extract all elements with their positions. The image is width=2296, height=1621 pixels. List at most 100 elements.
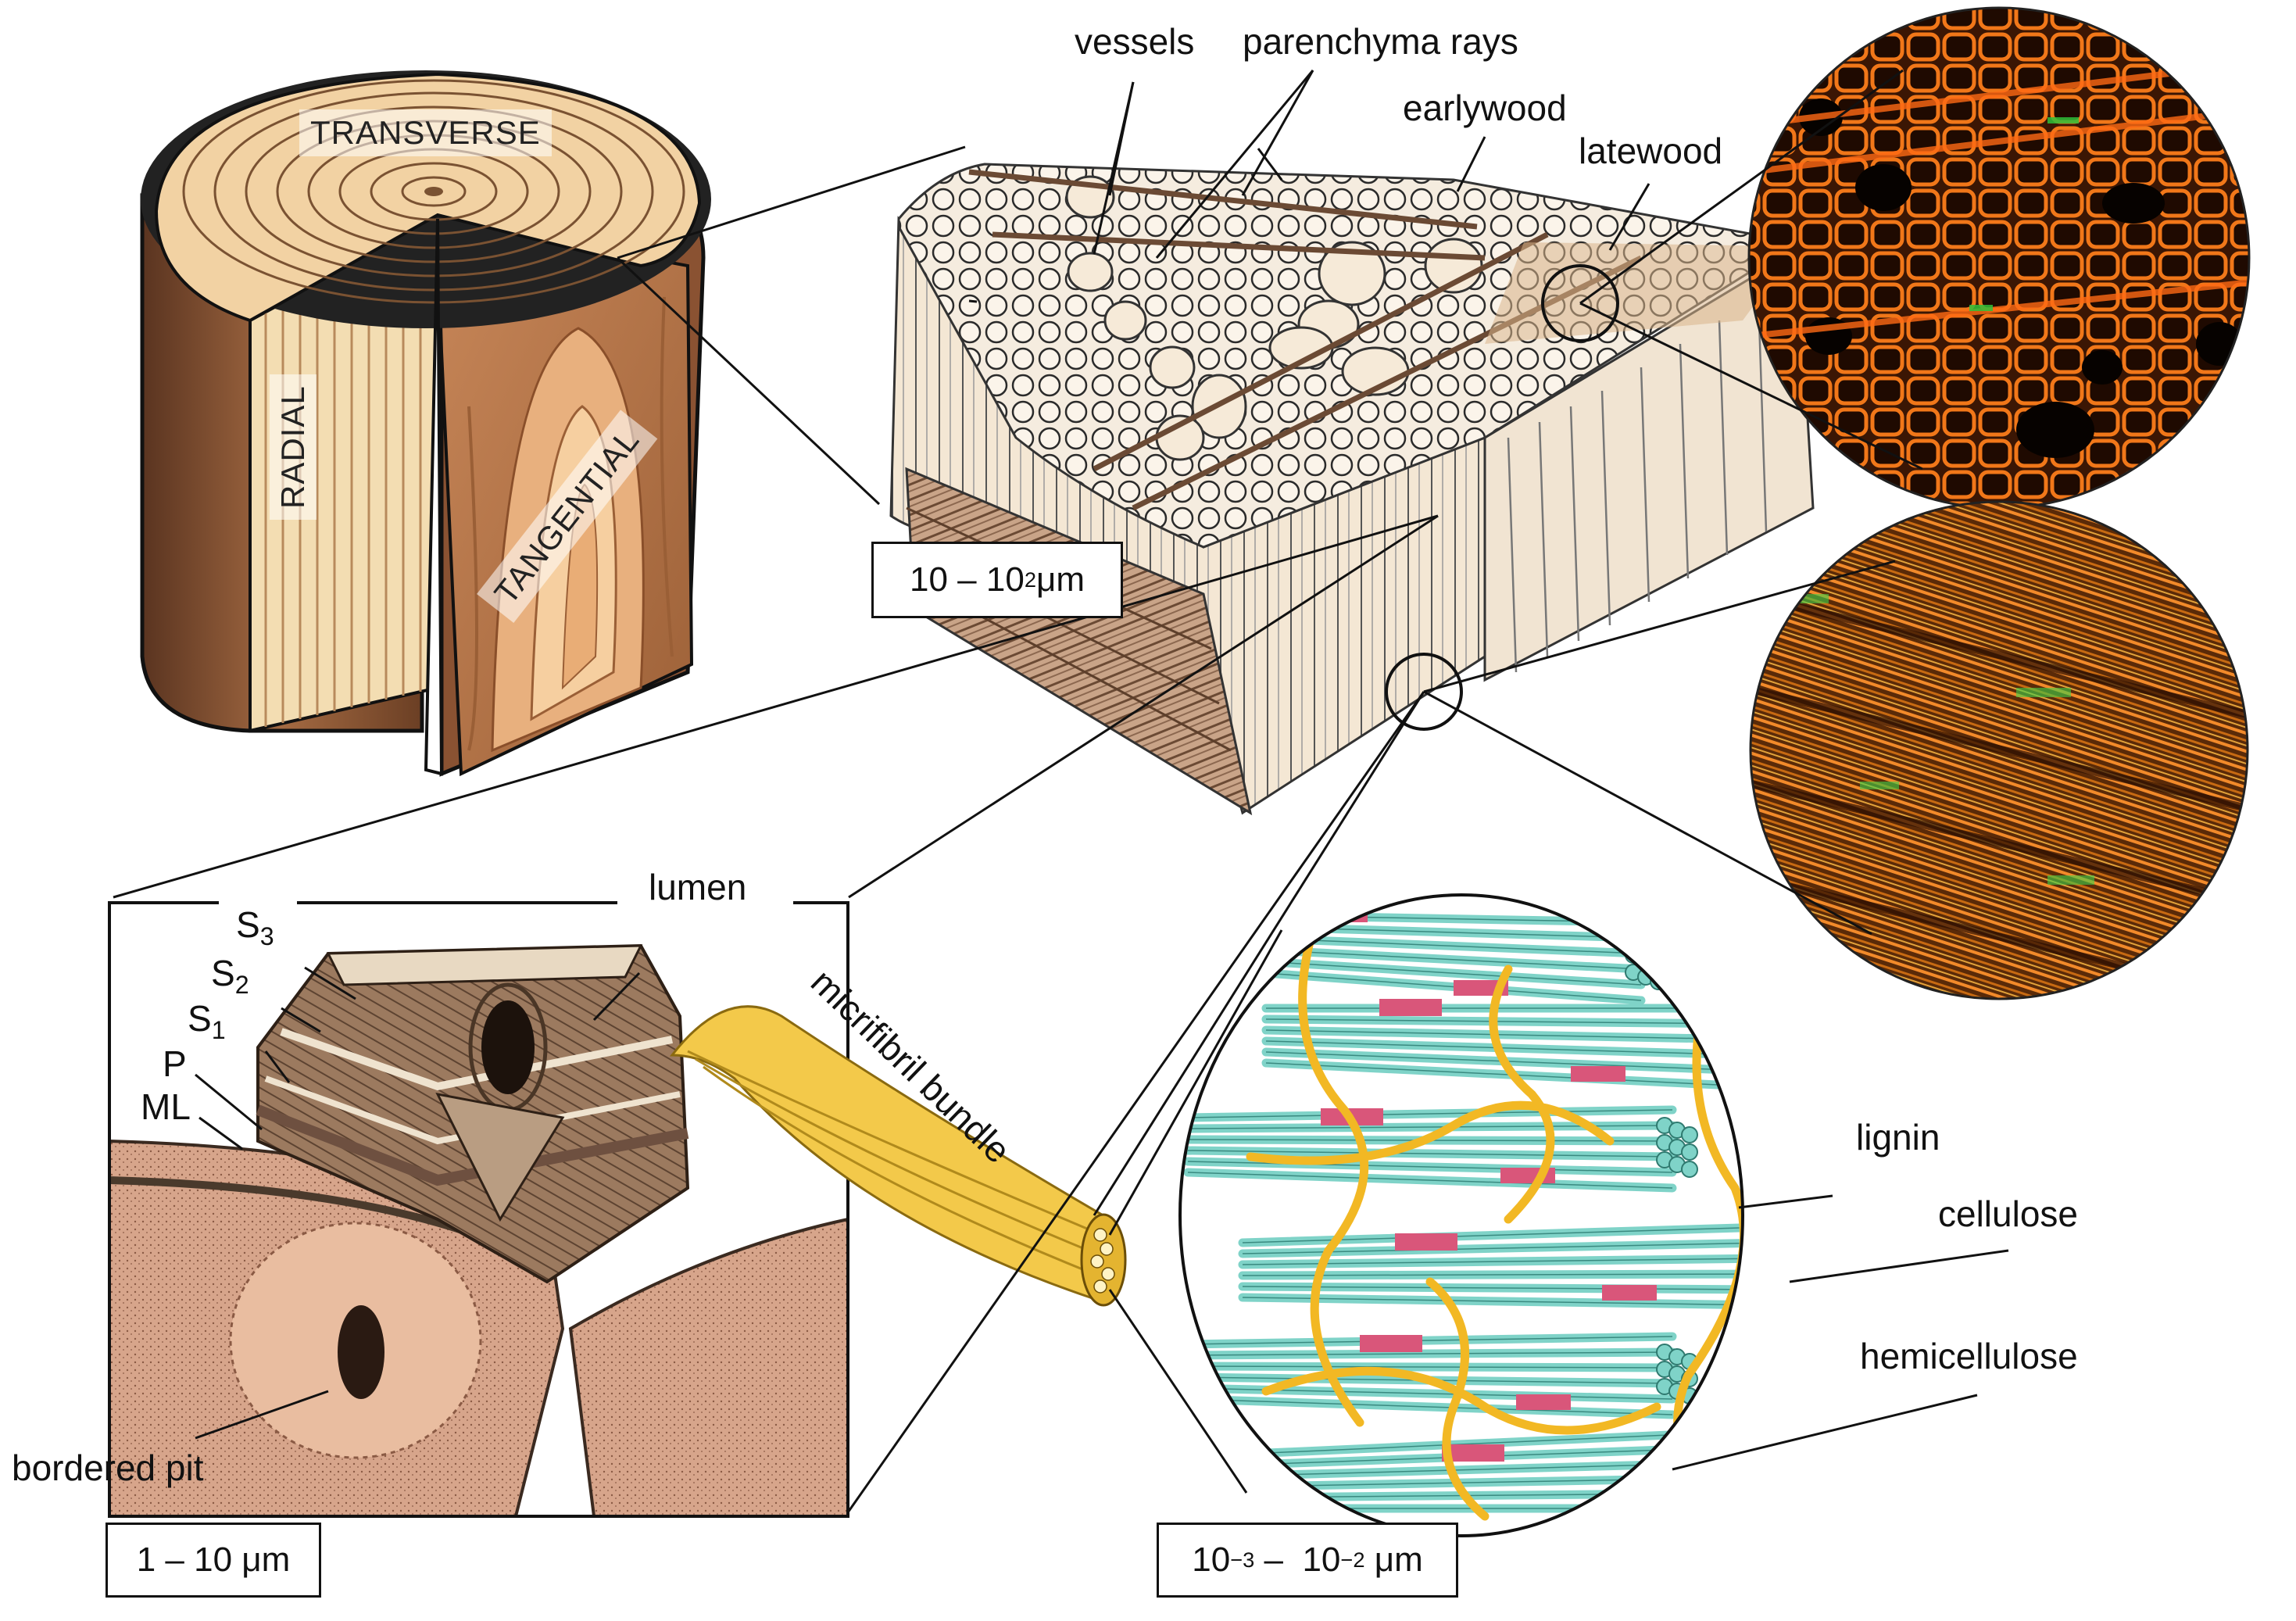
latewood-marker-circle <box>1541 264 1619 342</box>
s2-letter: S <box>211 953 235 993</box>
cellulose-rod-end <box>1760 1043 1776 1058</box>
cellulose-rod-end <box>1763 1274 1779 1290</box>
cellulose-rod-end <box>1681 1143 1698 1161</box>
cellulose-rod-end <box>1763 1240 1779 1255</box>
scale-molec-exp1: −3 <box>1230 1548 1255 1572</box>
cellulose-rod-end <box>1650 939 1667 956</box>
cellulose-rod-end <box>1637 934 1654 951</box>
transverse-face-label: TRANSVERSE <box>299 109 552 156</box>
cellulose-rod-outline <box>1265 1029 1743 1040</box>
cellulose-rod-end <box>1771 1460 1786 1476</box>
cell-wall-illustration <box>108 903 849 1518</box>
cellulose-rod-outline <box>1187 1109 1673 1118</box>
cellulose-rod-end <box>1681 1126 1698 1143</box>
scale-box-molecular: 10−3 – 10−2 μm <box>1157 1523 1458 1598</box>
cellulose-rod-end <box>1760 1025 1776 1041</box>
cell-wall-panel-frame <box>108 901 849 1518</box>
cellulose-rod-end <box>1650 956 1667 973</box>
cellulose-rod-end <box>1734 1032 1743 1050</box>
micrograph-transverse <box>1749 8 2249 508</box>
s1-label: S1 <box>188 1000 226 1043</box>
lignin-label: lignin <box>1856 1117 1940 1158</box>
hemicellulose-segment <box>1395 1233 1457 1251</box>
hemicellulose-segment <box>1442 1444 1504 1462</box>
s3-letter: S <box>236 904 260 945</box>
molecular-structure <box>1180 895 1799 1536</box>
cellulose-rod-outline <box>1265 1018 1743 1025</box>
cellulose-rod-outline <box>1211 968 1642 1001</box>
cellulose-rod-outline <box>1187 1150 1673 1158</box>
cellulose-rod-outline <box>1187 1161 1673 1173</box>
earlywood-label: earlywood <box>1403 88 1567 128</box>
cellulose-rod-end <box>1681 1161 1698 1178</box>
cellulose-rod-end <box>1734 1050 1743 1067</box>
cellulose-rod-end <box>1625 929 1642 946</box>
hemicellulose-segment <box>1571 1066 1625 1082</box>
cellulose-rod-end <box>1747 1021 1763 1036</box>
parenchyma-rays-label: parenchyma rays <box>1243 21 1518 62</box>
s3-label: S3 <box>236 907 274 949</box>
bordered-pit-label: bordered pit <box>12 1447 204 1488</box>
cellulose-rod-outline <box>1242 1226 1743 1243</box>
cellulose-rod-outline <box>1242 1286 1743 1290</box>
cellulose-rod-outline <box>1187 1365 1673 1369</box>
scale-tissue-unit: μm <box>1035 560 1085 599</box>
cellulose-rod-outline <box>1242 1258 1743 1265</box>
cellulose-rod-end <box>1783 1447 1799 1463</box>
hemicellulose-segment <box>1516 1394 1571 1410</box>
radial-face-label: RADIAL <box>270 374 317 520</box>
lignin-strand <box>1246 1100 1615 1165</box>
lignin-strand <box>1489 964 1555 1224</box>
cellulose-rod-outline <box>1187 1336 1673 1345</box>
cellulose-rod-end <box>1637 951 1654 968</box>
cellulose-rod-outline <box>1187 1398 1673 1415</box>
scale-molec-exp2: −2 <box>1340 1548 1365 1572</box>
cellulose-rod-outline <box>1242 1297 1743 1306</box>
vessels-label: vessels <box>1075 21 1195 62</box>
transverse-face <box>141 70 711 328</box>
p-label: P <box>163 1043 187 1084</box>
hemicellulose-segment <box>1360 1335 1422 1352</box>
cellulose-rod-outline <box>1187 1172 1673 1189</box>
s3-sub: 3 <box>259 922 274 951</box>
hemicellulose-segment <box>1379 999 1442 1016</box>
latewood-label: latewood <box>1579 131 1723 171</box>
hemicellulose-segment <box>1305 905 1368 922</box>
cellulose-rod-end <box>1747 1038 1763 1054</box>
tangential-marker-circle <box>1385 653 1463 731</box>
hemicellulose-segment <box>1625 1488 1680 1504</box>
cellulose-rod-outline <box>1265 1040 1743 1056</box>
ml-label: ML <box>141 1086 191 1127</box>
cellulose-rod-end <box>1771 1477 1786 1493</box>
scale-box-cell-wall: 1 – 10 μm <box>106 1523 321 1598</box>
cellulose-rod-end <box>1776 1261 1791 1277</box>
cellulose-rod-end <box>1758 1472 1774 1488</box>
lignin-strand <box>1425 1277 1490 1521</box>
scale-molec-mid: – 10 <box>1254 1540 1341 1579</box>
s1-letter: S <box>188 998 212 1039</box>
cellulose-rod-outline <box>1242 1273 1743 1276</box>
cellulose-rod-end <box>1776 1244 1791 1260</box>
cellulose-rod-end <box>1747 1055 1763 1071</box>
connector-lines <box>113 69 2009 1513</box>
cellulose-rod-end <box>1783 1482 1799 1498</box>
lumen-label: lumen <box>649 867 747 907</box>
micrograph-longitudinal <box>1751 502 2248 999</box>
hemicellulose-segment <box>1602 1285 1657 1301</box>
cellulose-rod-end <box>1783 1465 1799 1480</box>
cellulose-rod-end <box>1734 1015 1743 1032</box>
cellulose-rod-end <box>1760 1060 1776 1075</box>
tissue-block <box>889 163 1815 816</box>
s1-sub: 1 <box>211 1016 226 1045</box>
s2-sub: 2 <box>234 971 249 1000</box>
hemicellulose-label: hemicellulose <box>1860 1336 2078 1376</box>
cellulose-rod-end <box>1776 1279 1791 1294</box>
cellulose-label: cellulose <box>1938 1193 2078 1234</box>
cellulose-rod-end <box>1751 1235 1766 1251</box>
cellulose-rod-end <box>1758 1455 1774 1471</box>
scale-tissue-base: 10 – 10 <box>910 560 1025 599</box>
scale-molec-base1: 10 <box>1192 1540 1231 1579</box>
cellulose-rod-end <box>1751 1252 1766 1268</box>
scale-cell-wall-text: 1 – 10 μm <box>136 1540 291 1579</box>
